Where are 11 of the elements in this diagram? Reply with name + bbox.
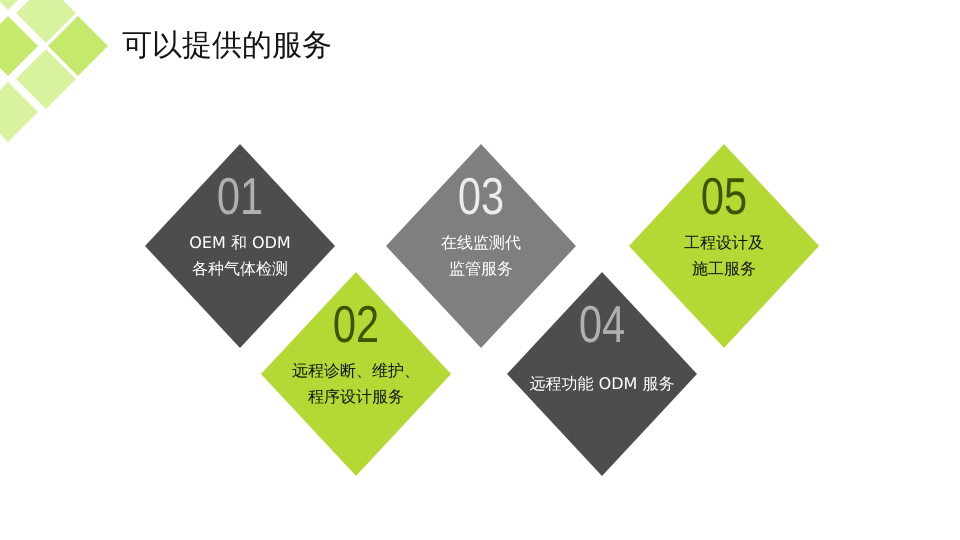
service-label: OEM 和 ODM各种气体检测 — [188, 232, 292, 280]
step-number: 02 — [332, 306, 380, 345]
service-label: 远程诊断、维护、程序设计服务 — [291, 360, 421, 408]
service-label: 远程功能 ODM 服务 — [528, 373, 676, 395]
step-number: 05 — [700, 178, 748, 217]
step-number: 04 — [578, 306, 626, 345]
service-label: 工程设计及施工服务 — [683, 232, 765, 280]
step-number: 01 — [216, 178, 264, 217]
step-number: 03 — [458, 178, 504, 217]
service-label: 在线监测代监管服务 — [440, 232, 522, 280]
slide-title: 可以提供的服务 — [122, 27, 332, 65]
